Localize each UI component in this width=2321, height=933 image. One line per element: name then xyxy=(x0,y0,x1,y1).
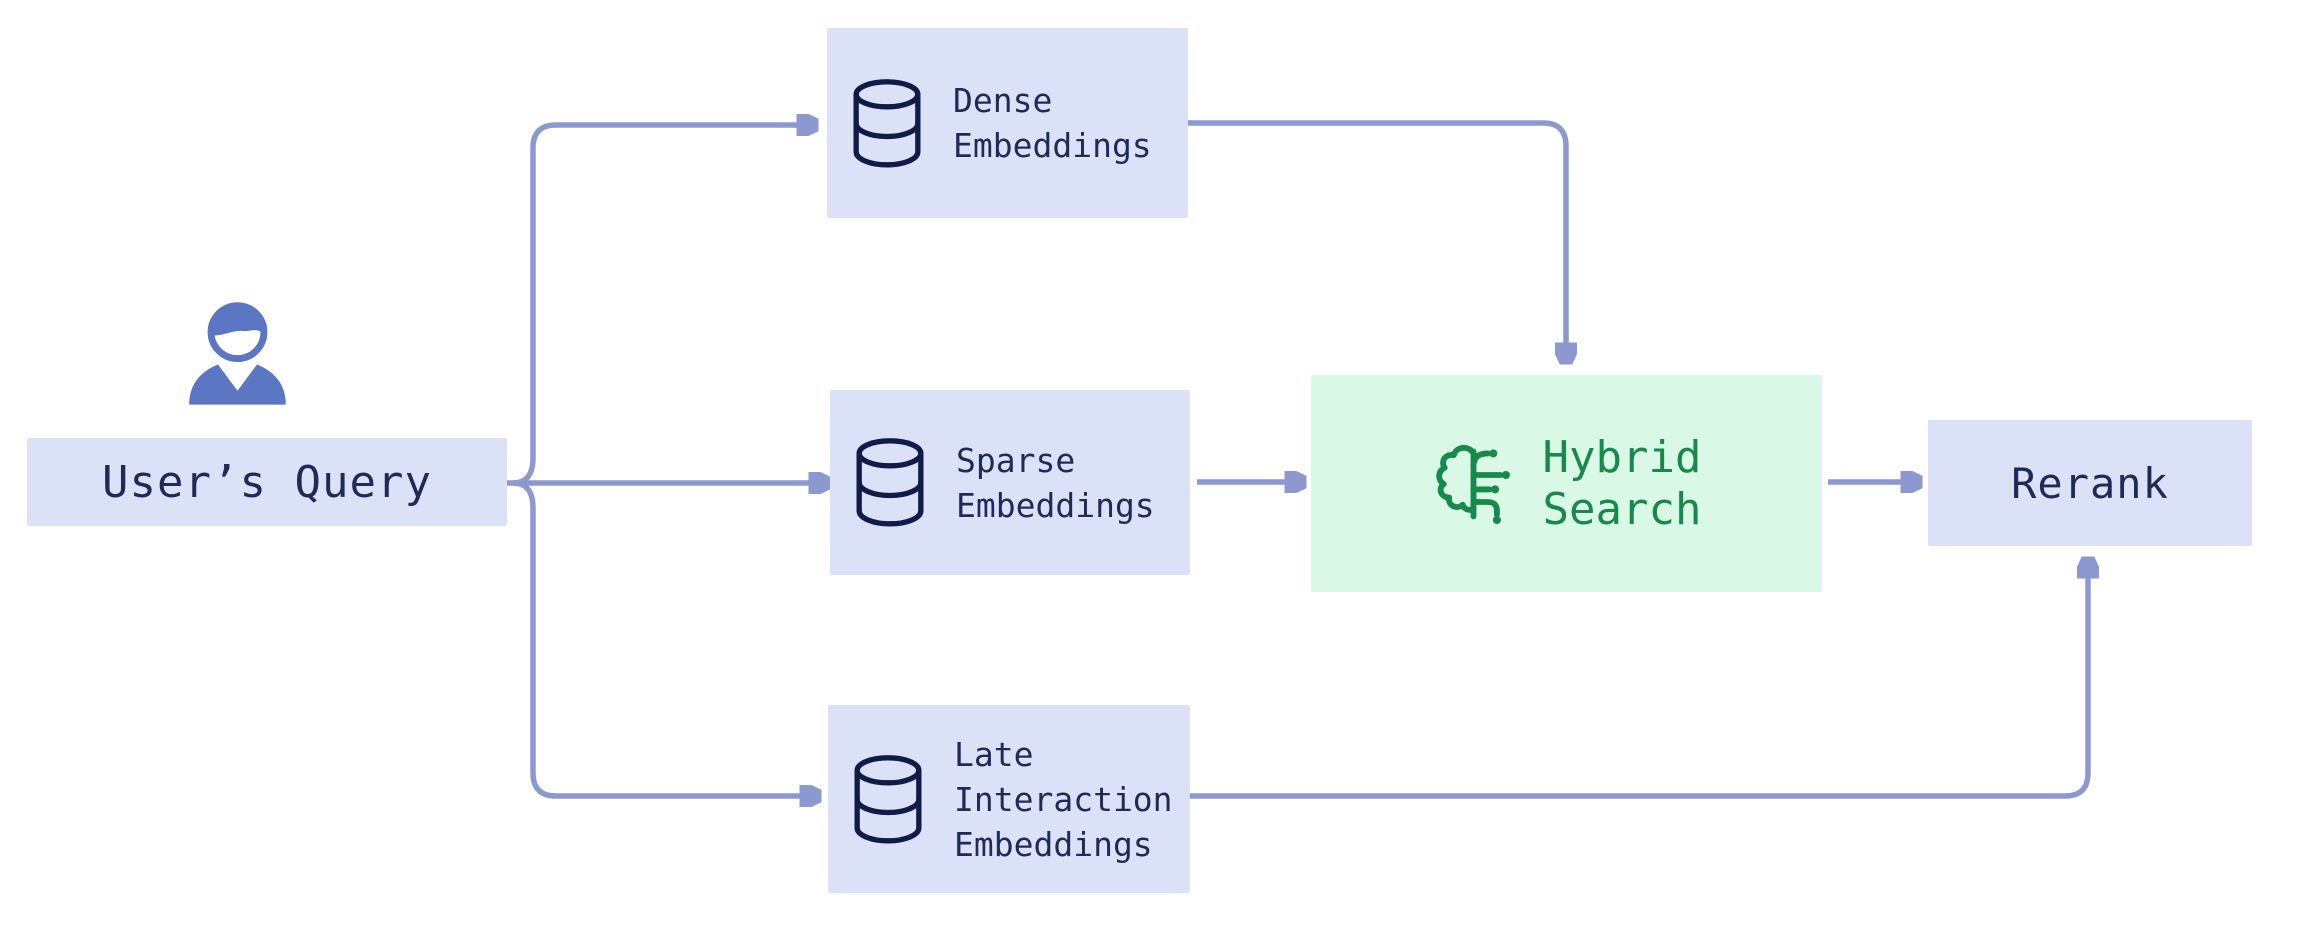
node-dense-embeddings: Dense Embeddings xyxy=(827,28,1188,218)
edge-query-to-dense xyxy=(512,125,812,486)
database-icon xyxy=(854,754,922,844)
hybrid-search-label: Hybrid Search xyxy=(1542,431,1702,535)
user-query-label: User’s Query xyxy=(102,456,432,508)
sparse-embeddings-label: Sparse Embeddings xyxy=(956,440,1155,525)
node-sparse-embeddings: Sparse Embeddings xyxy=(830,390,1190,575)
user-icon xyxy=(180,300,295,408)
dense-embeddings-label: Dense Embeddings xyxy=(953,81,1152,165)
edge-dense-to-hybrid xyxy=(1188,120,1566,358)
database-icon xyxy=(853,78,921,168)
edge-query-to-late xyxy=(512,480,815,796)
node-rerank: Rerank xyxy=(1928,420,2252,546)
node-hybrid-search: Hybrid Search xyxy=(1311,375,1822,592)
late-interaction-embeddings-label: Late Interaction Embeddings xyxy=(954,734,1173,864)
edge-late-to-rerank xyxy=(1190,563,2088,799)
database-icon xyxy=(856,438,924,527)
rerank-label: Rerank xyxy=(2011,458,2169,508)
node-user-query: User’s Query xyxy=(27,438,507,526)
brain-circuit-icon xyxy=(1435,444,1510,524)
node-late-interaction-embeddings: Late Interaction Embeddings xyxy=(828,705,1190,893)
